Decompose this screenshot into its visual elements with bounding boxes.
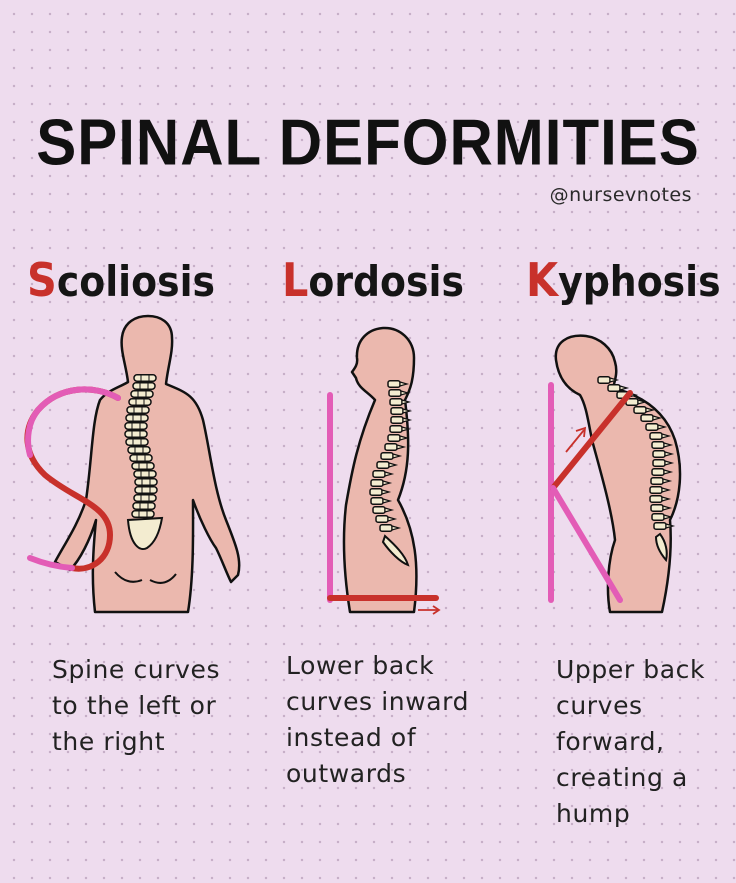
scoliosis-sacrum <box>126 516 164 550</box>
author-handle: @nursevnotes <box>549 184 692 206</box>
kyphosis-heading: Kyphosis <box>526 253 721 307</box>
lordosis-sacrum <box>381 534 410 567</box>
page-title: SPINAL DEFORMITIES <box>36 106 700 179</box>
kyphosis-body <box>554 334 682 614</box>
kyphosis-initial: K <box>526 253 559 307</box>
scoliosis-s-guide-pink <box>25 386 121 571</box>
kyphosis-arrow-icon <box>565 426 587 453</box>
lordosis-heading: Lordosis <box>282 253 464 307</box>
scoliosis-description: Spine curves to the left or the right <box>52 655 221 756</box>
lordosis-arrow-icon <box>418 605 441 615</box>
scoliosis-rest: coliosis <box>56 257 216 306</box>
kyphosis-sacrum <box>654 532 668 563</box>
scoliosis-illustration <box>24 314 241 614</box>
kyphosis-illustration <box>548 334 682 614</box>
kyphosis-description: Upper back curves forward, creating a hu… <box>556 655 706 828</box>
kyphosis-rest: yphosis <box>558 257 721 306</box>
scoliosis-dimple-left <box>114 571 143 583</box>
lordosis-description: Lower back curves inward instead of outw… <box>286 651 470 788</box>
scoliosis-initial: S <box>27 253 57 307</box>
lordosis-rest: ordosis <box>308 257 464 306</box>
lordosis-illustration <box>327 326 441 615</box>
lordosis-initial: L <box>282 253 309 307</box>
scoliosis-dimple-right <box>149 573 177 584</box>
scoliosis-heading: Scoliosis <box>27 253 215 307</box>
lordosis-body <box>342 326 418 614</box>
kyphosis-k-guide-upper <box>550 390 633 491</box>
kyphosis-k-guide-lower <box>550 485 623 603</box>
